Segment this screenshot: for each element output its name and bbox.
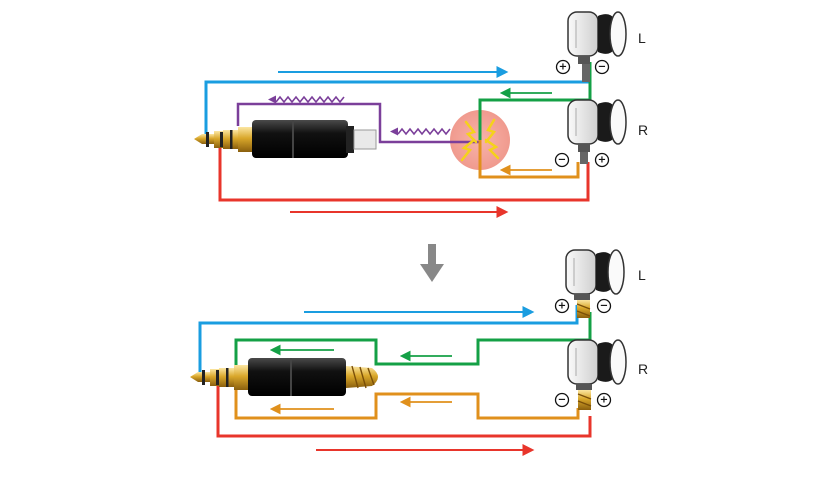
- svg-text:−: −: [558, 155, 566, 166]
- channel-label-right: R: [638, 122, 648, 138]
- polarity-plus: +: [554, 298, 570, 314]
- svg-text:−: −: [598, 62, 606, 73]
- noise-arrow-upper: [268, 95, 345, 104]
- purple-wire: [236, 102, 480, 144]
- svg-text:−: −: [600, 301, 608, 312]
- spark-icon: [460, 118, 500, 162]
- headphone-icon: [565, 249, 625, 300]
- red-wire: [218, 144, 590, 202]
- svg-text:+: +: [558, 301, 566, 312]
- orange-wire: [234, 380, 580, 420]
- bottom-diagram: L R + − − +: [190, 249, 648, 456]
- polarity-plus: +: [594, 152, 610, 168]
- svg-text:−: −: [558, 395, 566, 406]
- channel-label-left: L: [638, 30, 646, 46]
- twisted-wire-icon: [577, 390, 592, 410]
- polarity-minus: −: [554, 392, 570, 408]
- svg-text:+: +: [600, 395, 608, 406]
- polarity-minus: −: [596, 298, 612, 314]
- polarity-plus: +: [555, 59, 571, 75]
- twisted-wire-icon: [346, 365, 378, 389]
- red-wire: [216, 382, 592, 438]
- channel-label-left: L: [638, 267, 646, 283]
- down-arrow-icon: [420, 244, 444, 282]
- headphone-icon: [567, 99, 627, 164]
- polarity-plus: +: [596, 392, 612, 408]
- plug-icon: [194, 120, 377, 158]
- headphone-icon: [567, 339, 627, 390]
- headphone-icon: [567, 11, 627, 82]
- svg-text:+: +: [598, 155, 606, 166]
- noise-arrow-lower: [390, 127, 451, 136]
- channel-label-right: R: [638, 361, 648, 377]
- polarity-minus: −: [554, 152, 570, 168]
- top-diagram: L R + − − +: [194, 11, 648, 218]
- svg-text:+: +: [559, 62, 567, 73]
- plug-icon: [190, 358, 346, 396]
- twisted-wire-icon: [576, 300, 591, 318]
- orange-wire: [478, 140, 580, 179]
- polarity-minus: −: [594, 59, 610, 75]
